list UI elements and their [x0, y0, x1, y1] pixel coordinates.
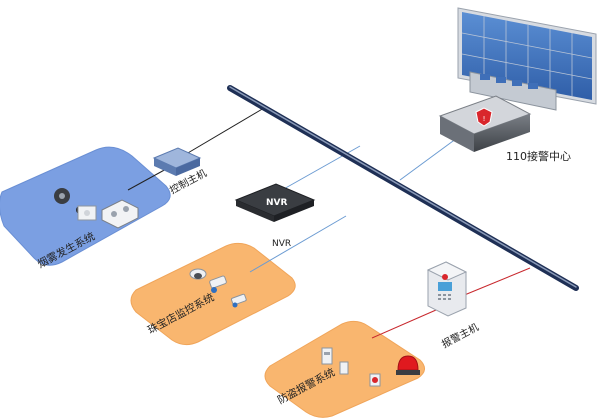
dome-camera-icon: [189, 268, 207, 280]
link-alarmhost-to-backbone: [461, 267, 531, 297]
svg-text:!: !: [483, 115, 486, 123]
network-backbone: [227, 85, 579, 291]
smoke-fan-icon: [54, 188, 70, 204]
smoke-generator-icon: [101, 199, 139, 229]
nvr-caption-label: NVR: [272, 239, 291, 249]
nvr-icon: [234, 183, 316, 222]
motion-detector-icon: [321, 347, 333, 365]
alarm-host-panel-icon: [426, 261, 468, 317]
link-jewelry-to-backbone: [249, 215, 347, 273]
box-camera-icon: [230, 293, 247, 308]
link-control-to-backbone: [175, 107, 265, 161]
nvr-device-text: NVR: [266, 198, 287, 208]
alarm-host-label: 报警主机: [439, 320, 480, 350]
center-label: 110接警中心: [506, 149, 571, 163]
smoke-detector-panel-icon: [77, 205, 97, 221]
control-host-icon: [152, 147, 202, 176]
link-smoke-to-control: [127, 167, 169, 191]
link-nvr-to-backbone: [281, 145, 361, 191]
zone-jewelry-monitoring: [130, 242, 296, 346]
video-wall-icon: [457, 7, 597, 111]
bullet-camera-icon: [209, 275, 227, 293]
alarm-siren-icon: [396, 355, 420, 375]
alarm-center-server-icon: !: [438, 95, 532, 152]
link-antitheft-to-alarmhost: [371, 309, 437, 339]
door-sensor-icon: [339, 361, 349, 375]
panic-button-icon: [369, 373, 381, 387]
